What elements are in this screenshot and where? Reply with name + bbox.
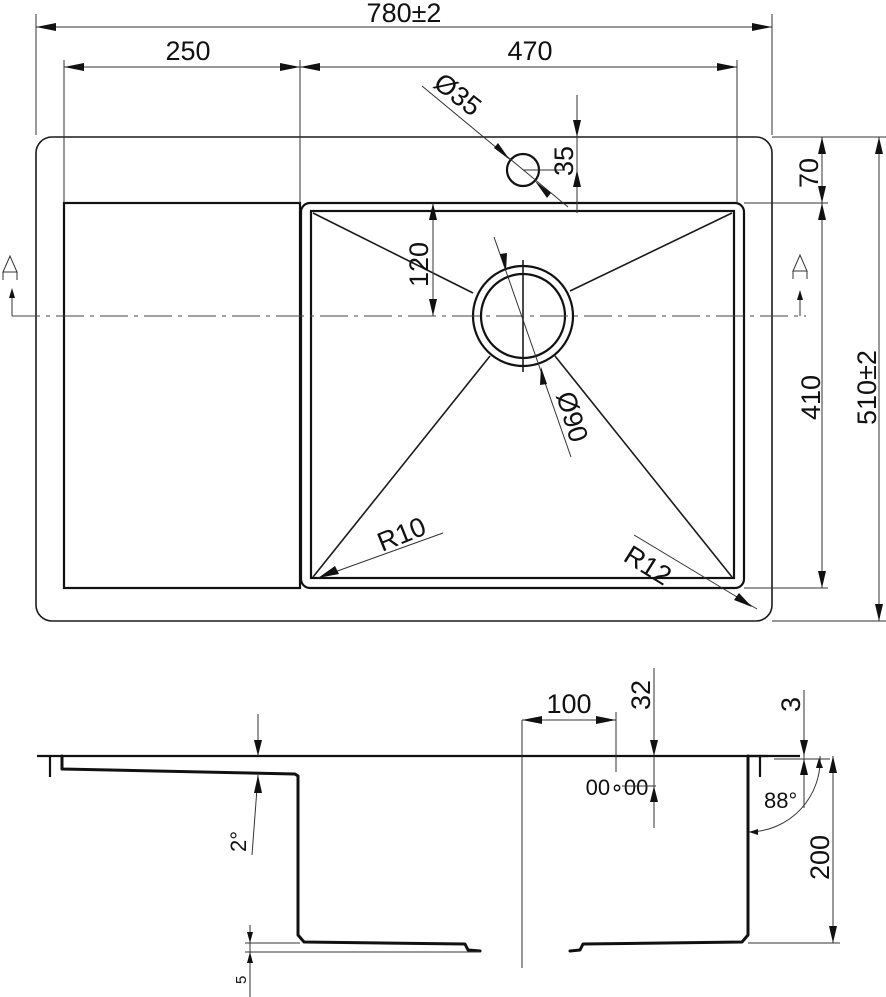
section-marker-right — [792, 253, 808, 316]
dim-drainboard-step: 5 — [233, 976, 250, 984]
plan-view: 780±2 250 470 Ø35 35 120 Ø90 R10 — [2, 0, 886, 622]
dim-overall-width: 780±2 — [367, 0, 442, 28]
dim-corner-radius-inner: R10 — [373, 511, 430, 557]
dim-corner-radius-outer: R12 — [619, 540, 677, 592]
slope-line-bl — [312, 355, 491, 578]
drainboard-profile — [60, 754, 482, 953]
dim-bowl-depth: 410 — [796, 375, 826, 420]
dim-back-to-bowl: 70 — [794, 158, 824, 188]
dim-drainboard-slope: 2° — [226, 831, 251, 852]
slope-line-tl — [312, 212, 474, 294]
dim-tap-hole-diameter: Ø35 — [428, 67, 487, 122]
dim-bowl-height: 200 — [805, 835, 835, 880]
slope-line-tr — [569, 212, 733, 292]
dim-overflow-height: 32 — [626, 680, 656, 710]
dim-drain-offset: 120 — [404, 242, 434, 287]
dim-drainboard-width: 250 — [165, 36, 210, 66]
angle-arc — [748, 755, 821, 833]
bowl-inner — [309, 209, 736, 580]
sink-outer-outline — [35, 136, 773, 622]
dim-rim-thickness: 3 — [776, 697, 806, 712]
slope-line-br — [554, 355, 733, 578]
dim-bowl-width: 470 — [507, 36, 552, 66]
drainboard-area — [62, 201, 302, 590]
dim-overflow-offset: 100 — [546, 689, 591, 719]
dim-tap-hole-offset: 35 — [549, 146, 579, 176]
dim-wall-angle: 88° — [764, 788, 797, 813]
section-view: 2° 5 100 00∘00 32 3 88° — [37, 668, 840, 997]
dim-overall-depth: 510±2 — [852, 350, 882, 425]
overflow-slots: 00∘00 — [586, 775, 649, 800]
bowl-profile — [568, 754, 750, 953]
bowl-outer-rim — [299, 201, 746, 590]
section-marker-left — [2, 254, 18, 316]
